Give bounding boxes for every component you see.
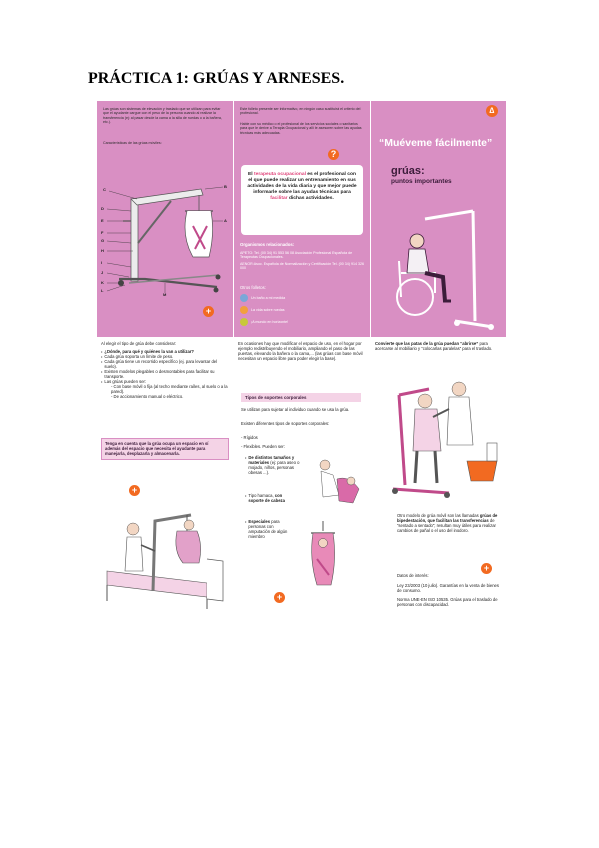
bath-icon (240, 294, 248, 302)
plus-icon: + (203, 306, 214, 317)
folleto-label: La vida sobre ruedas (251, 307, 285, 312)
org-aenor: AENOR:Asoc. Española de Normalización y … (240, 261, 364, 271)
callout-text-post: dichas actividades. (288, 196, 334, 201)
col1-subbullet: - Con base móvil o fija (al techo median… (111, 384, 228, 394)
folleto-item: La vida sobre ruedas (240, 306, 285, 314)
page-title: PRÁCTICA 1: GRÚAS Y ARNESES. (88, 70, 345, 87)
col2-flex-item: • Tipo hamaca, con soporte de cabeza (245, 493, 285, 503)
cover-headline: “Muéveme fácilmente” (379, 137, 493, 149)
col1-lead: Al elegir el tipo de grúa debe considera… (101, 341, 177, 346)
panel2-consult: Hable con su médico o el profesional de … (240, 122, 362, 135)
col3-intro-bold: Convierte que las patas de la grúa pueda… (375, 341, 479, 346)
flex1-rest: (ej: para aseo o mojado, niños, personas… (248, 460, 300, 475)
col1-subbullet: - De accionamiento manual o eléctrico. (111, 394, 184, 399)
cover-subhead: grúas: (391, 165, 425, 177)
folleto-item: ¡A mundo en horizonte! (240, 318, 288, 326)
col2-types-intro: Existen diferentes tipos de soportes cor… (241, 421, 330, 426)
col1-bullet-text: Existen modelos plegables o desmontables… (104, 369, 215, 379)
col2-flex-item: • De distintos tamaños y materiales (ej:… (245, 455, 300, 475)
cover-subhead-small: puntos importantes (391, 178, 452, 185)
therapist-callout: El terapeuta ocupacional es el profesion… (241, 165, 363, 235)
wheelchair-crane-illustration (396, 209, 494, 330)
bipedest-pre: Otro modelo de grúa móvil son las llamad… (397, 513, 479, 518)
supports-section-title: Tipos de soportes corporales (241, 393, 361, 402)
part-label-i: I (101, 260, 103, 265)
callout-text-pre: El (248, 172, 253, 177)
part-label-b: B (224, 184, 227, 189)
part-label-f: F (101, 230, 104, 235)
col3-intro: Convierte que las patas de la grúa pueda… (375, 341, 503, 351)
part-label-a: A (224, 218, 227, 223)
folleto-item: Un baño a mi medida (240, 294, 285, 302)
col2-intro: En ocasiones hay que modificar el espaci… (238, 341, 363, 361)
panel-info: Este folleto presente ser informativo, e… (234, 101, 370, 337)
question-icon: ? (328, 149, 339, 160)
panel1-intro: Las grúas son sistemas de elevación y tr… (103, 107, 222, 125)
bipedest-text: Otro modelo de grúa móvil son las llamad… (397, 513, 503, 533)
col2-type-flex: - Flexibles. Pueden ser: (241, 444, 285, 449)
col2-section-intro: Se utilizan para sujetar al individuo cu… (241, 407, 350, 412)
callout-text-mid: es el profesional con el que puede reali… (247, 172, 357, 195)
col3-intro-rest: para acercarse al mobiliario y “colocarl… (375, 341, 493, 351)
col1-bullet: •Cada grúa tiene un recorrido específico… (101, 359, 229, 369)
datos-title: Datos de interés: (397, 573, 429, 578)
column-supports: En ocasiones hay que modificar el espaci… (238, 341, 366, 361)
col1-bullet-text: ¿Dónde, para qué y quiénes la van a util… (104, 349, 194, 354)
datos-ley: Ley 23/2003 (10 julio). Garantías en la … (397, 583, 499, 593)
brochure: Las grúas son sistemas de elevación y tr… (97, 101, 506, 620)
part-label-m: M (163, 292, 167, 297)
folletos-title: Otros folletos: (240, 285, 266, 290)
space-warning: Tenga en cuenta que la grúa ocupa un esp… (101, 438, 229, 460)
bipedest-rest: de “sentado a sentado”; resultan muy úti… (397, 518, 496, 533)
part-label-g: G (101, 238, 105, 243)
callout-highlight-facilitar: facilitar (270, 196, 288, 201)
part-label-h: H (101, 248, 104, 253)
flex3-bold: Especiales (248, 519, 271, 524)
orgs-block: APETO: Tel. (00 34) 91 553 56 08 Asociac… (240, 251, 366, 273)
part-label-l: L (101, 288, 104, 293)
crane-diagram-illustration (106, 186, 224, 293)
col1-bullet: •Cada grúa soporta un límite de peso. (101, 354, 174, 359)
flex3-rest: para personas con amputación de algún mi… (248, 519, 288, 539)
logo-icon: ∆ (486, 105, 498, 117)
callout-highlight-therapist: terapeuta ocupacional (254, 172, 306, 177)
column-bipedestacion: Convierte que las patas de la grúa pueda… (375, 341, 503, 351)
flex2-bold: con soporte de cabeza (248, 493, 285, 503)
bipedest-bold: grúas de bipedestación, que facilitan la… (397, 513, 498, 523)
col1-bullet-text: Cada grúa soporta un límite de peso. (104, 354, 174, 359)
col1-bullet: •Las grúas pueden ser: (101, 379, 147, 384)
col2-flex-item: • Especiales para personas con amputació… (245, 519, 288, 539)
flex2-pre: Tipo hamaca, (248, 493, 274, 498)
col1-bullet: •Existen modelos plegables o desmontable… (101, 369, 229, 379)
plus-icon: + (481, 563, 492, 574)
col2-type-rigid: - Rígidos (241, 435, 258, 440)
panel-crane-parts: Las grúas son sistemas de elevación y tr… (97, 101, 233, 337)
col1-bullet-text: Cada grúa tiene un recorrido específico … (104, 359, 218, 369)
col1-bullet: •¿Dónde, para qué y quiénes la van a uti… (101, 349, 194, 354)
sling-fitting-illustration (319, 459, 360, 504)
flex1-bold: De distintos tamaños y materiales (248, 455, 295, 465)
folleto-label: ¡A mundo en horizonte! (251, 319, 289, 324)
part-label-k: K (101, 280, 104, 285)
panel1-caracteristicas: Características de las grúas móviles: (103, 141, 162, 145)
part-label-e: E (101, 218, 104, 223)
datos-norma: Norma UNE-EN ISO 10535. Grúas para el tr… (397, 597, 498, 607)
panel-cover: ∆ “Muéveme fácilmente” grúas: puntos imp… (371, 101, 506, 337)
plus-icon: + (274, 592, 285, 603)
plus-icon: + (129, 485, 140, 496)
part-label-c: C (103, 187, 106, 192)
part-label-d: D (101, 206, 104, 211)
part-label-j: J (101, 270, 104, 275)
wheel-icon (240, 306, 248, 314)
org-apeto: APETO: Tel. (00 34) 91 553 56 08 Asociac… (240, 251, 353, 260)
folleto-label: Un baño a mi medida (251, 295, 286, 300)
orgs-title: Organismos relacionados: (240, 242, 295, 247)
globe-icon (240, 318, 248, 326)
column-choosing: Al elegir el tipo de grúa debe considera… (101, 341, 229, 399)
panel2-intro: Este folleto presente ser informativo, e… (240, 107, 361, 116)
col1-bullet-text: Las grúas pueden ser: (104, 379, 147, 384)
standing-crane-illustration (392, 381, 498, 498)
bed-crane-illustration (106, 513, 224, 609)
amputee-sling-illustration (311, 521, 335, 586)
